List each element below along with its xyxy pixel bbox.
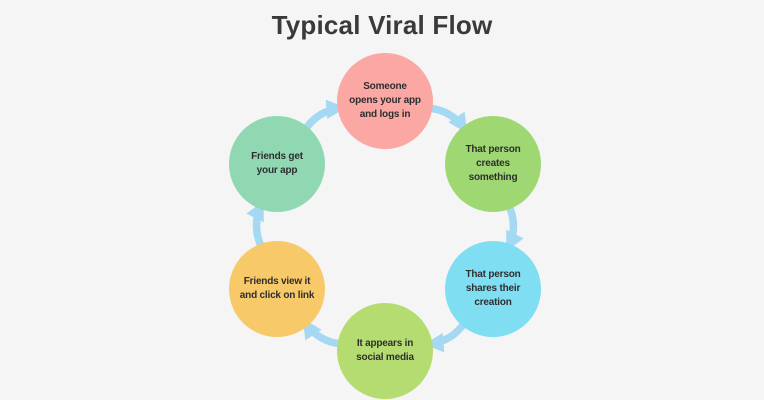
flow-node-creates: That person creates something — [445, 116, 541, 212]
arrow-opens-app-to-creates — [424, 104, 469, 134]
flow-node-social-media: It appears in social media — [337, 303, 433, 399]
arrow-creates-to-shares — [504, 200, 524, 252]
flow-node-shares: That person shares their creation — [445, 241, 541, 337]
arrow-shares-to-social-media — [424, 318, 469, 353]
flow-node-opens-app: Someone opens your app and logs in — [337, 53, 433, 149]
arrow-social-media-to-friends-click — [301, 318, 346, 348]
flow-node-friends-click: Friends view it and click on link — [229, 241, 325, 337]
arrow-friends-click-to-friends-get-app — [246, 200, 266, 252]
arrow-friends-get-app-to-opens-app — [301, 99, 346, 134]
page-title: Typical Viral Flow — [271, 10, 493, 40]
flow-node-friends-get-app: Friends get your app — [229, 116, 325, 212]
